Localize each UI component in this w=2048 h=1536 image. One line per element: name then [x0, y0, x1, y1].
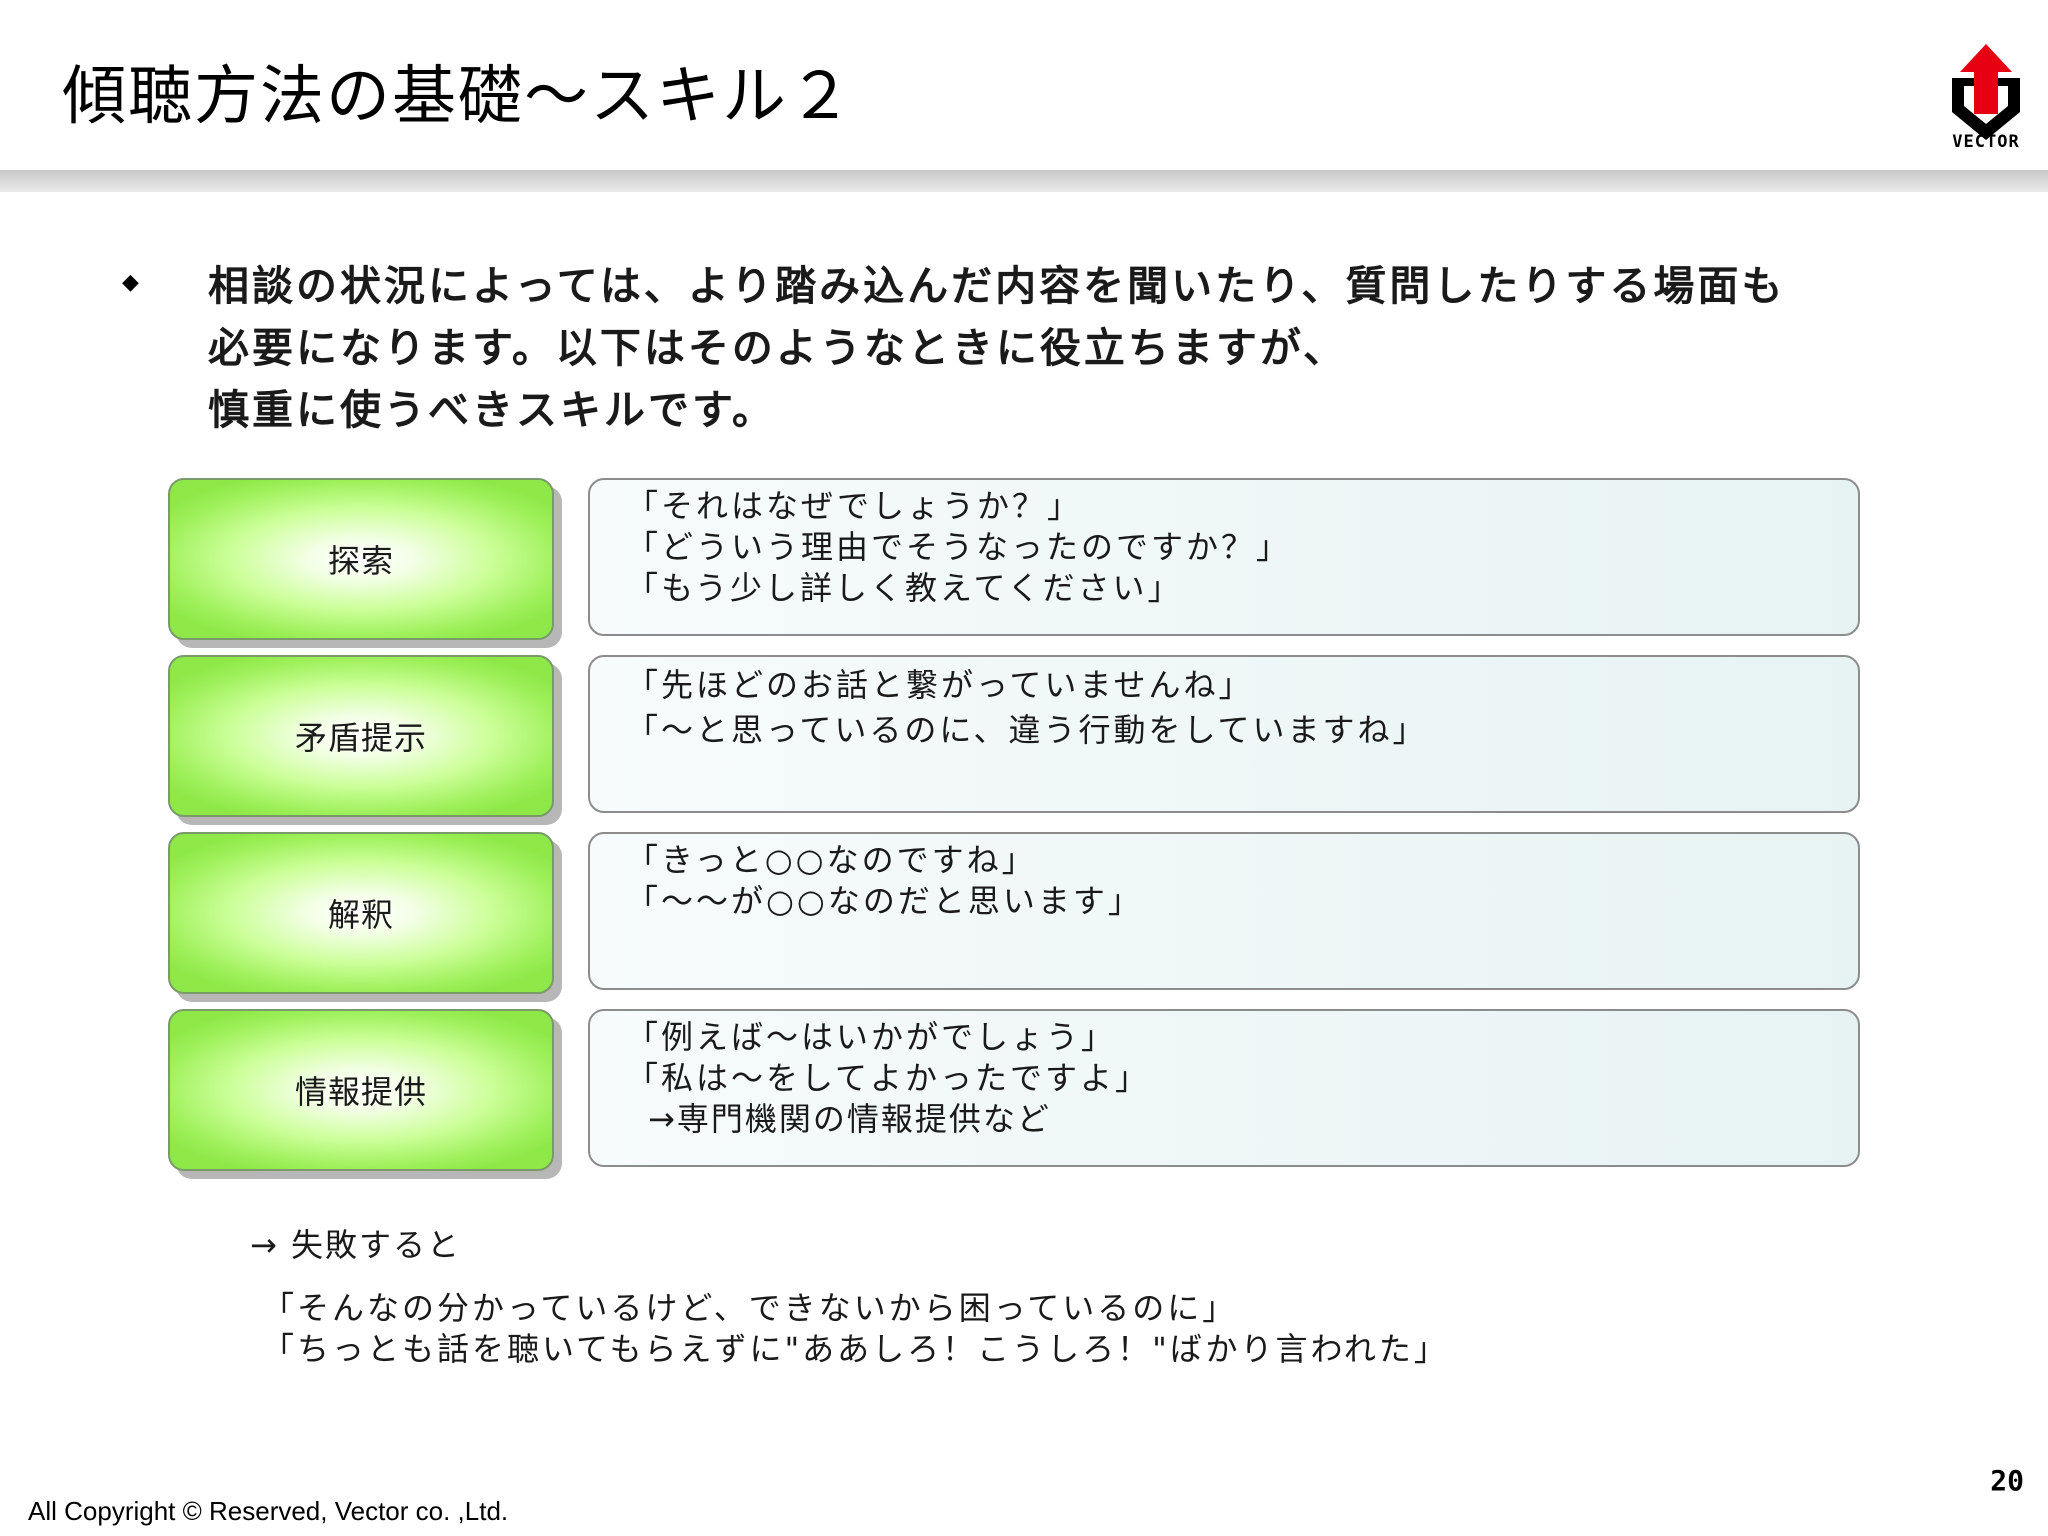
skill-row-interpretation: 解釈 「きっと○○なのですね」 「～～が○○なのだと思います」	[168, 832, 1864, 1002]
slide-title: 傾聴方法の基礎～スキル２	[62, 60, 854, 134]
intro-paragraph: ◆ 相談の状況によっては、より踏み込んだ内容を聞いたり、質問したりする場面も 必…	[122, 255, 1882, 441]
example-line: 「～と思っているのに、違う行動をしていますね」	[626, 711, 1428, 749]
skill-term-box: 情報提供	[168, 1009, 554, 1171]
skill-row-confrontation: 矛盾提示 「先ほどのお話と繋がっていませんね」 「～と思っているのに、違う行動を…	[168, 655, 1864, 825]
failure-quotes: 「そんなの分かっているけど、できないから困っているのに」 「ちっとも話を聴いても…	[262, 1288, 1449, 1370]
example-line: 「先ほどのお話と繋がっていませんね」	[626, 666, 1254, 704]
title-divider-bar	[0, 170, 2048, 192]
skill-row-information: 情報提供 「例えば～はいかがでしょう」 「私は～をしてよかったですよ」 →専門機…	[168, 1009, 1864, 1179]
intro-text: 相談の状況によっては、より踏み込んだ内容を聞いたり、質問したりする場面も 必要に…	[208, 255, 1882, 441]
logo-text: VECTOR	[1952, 132, 2020, 152]
skill-term-label: 矛盾提示	[294, 719, 427, 757]
example-line: 「もう少し詳しく教えてください」	[626, 569, 1183, 607]
skill-term-box: 解釈	[168, 832, 554, 994]
skill-row-exploration: 探索 「それはなぜでしょうか？」 「どういう理由でそうなったのですか？」 「もう…	[168, 478, 1864, 648]
example-note: →専門機関の情報提供など	[648, 1100, 1051, 1138]
skill-term-box: 探索	[168, 478, 554, 640]
example-line: 「それはなぜでしょうか？」	[626, 487, 1082, 525]
skill-term-label: 解釈	[327, 896, 394, 934]
skill-term-label: 探索	[327, 542, 394, 580]
example-line: 「～～が○○なのだと思います」	[626, 882, 1143, 920]
example-line: 「きっと○○なのですね」	[626, 841, 1037, 879]
copyright-notice: All Copyright © Reserved, Vector co. ,Lt…	[28, 1496, 509, 1526]
page-number: 20	[1990, 1464, 2024, 1497]
failure-quote: 「ちっとも話を聴いてもらえずに"ああしろ！こうしろ！"ばかり言われた」	[262, 1330, 1449, 1368]
skill-term-box: 矛盾提示	[168, 655, 554, 817]
skill-term-label: 情報提供	[294, 1073, 427, 1111]
example-line: 「例えば～はいかがでしょう」	[626, 1018, 1117, 1056]
failure-quote: 「そんなの分かっているけど、できないから困っているのに」	[262, 1289, 1238, 1327]
failure-label: → 失敗すると	[250, 1226, 461, 1264]
skill-example-box: 「例えば～はいかがでしょう」 「私は～をしてよかったですよ」 →専門機関の情報提…	[588, 1009, 1860, 1167]
skill-example-box: 「それはなぜでしょうか？」 「どういう理由でそうなったのですか？」 「もう少し詳…	[588, 478, 1860, 636]
vector-logo	[1952, 44, 2020, 140]
intro-line: 必要になります。以下はそのようなときに役立ちますが、	[208, 324, 1348, 372]
example-line: 「どういう理由でそうなったのですか？」	[626, 528, 1292, 566]
intro-line: 相談の状況によっては、より踏み込んだ内容を聞いたり、質問したりする場面も	[208, 262, 1786, 310]
example-line: 「私は～をしてよかったですよ」	[626, 1059, 1151, 1097]
skill-example-box: 「先ほどのお話と繋がっていませんね」 「～と思っているのに、違う行動をしています…	[588, 655, 1860, 813]
diamond-bullet-icon: ◆	[122, 270, 139, 295]
skill-example-box: 「きっと○○なのですね」 「～～が○○なのだと思います」	[588, 832, 1860, 990]
intro-line: 慎重に使うべきスキルです。	[208, 386, 776, 434]
logo-arrow	[1960, 44, 2012, 114]
